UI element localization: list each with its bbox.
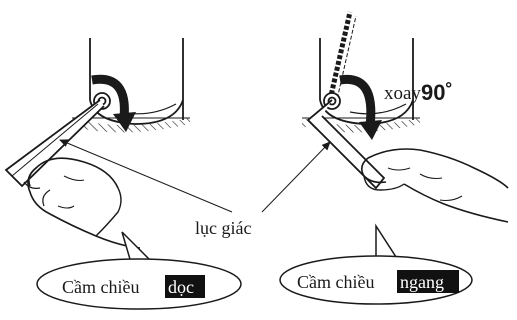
callout-arrow-right bbox=[262, 142, 330, 212]
callout-arrows bbox=[60, 140, 330, 212]
speech-bubble-left: Cầm chiều dọc bbox=[37, 232, 241, 309]
hex-key-label: lục giác bbox=[195, 218, 251, 238]
bubble-right-text: Cầm chiều bbox=[297, 272, 374, 292]
bubble-left-highlight: dọc bbox=[168, 277, 194, 297]
rotate-degrees: 90˚ bbox=[421, 80, 453, 105]
right-rotation-arrow bbox=[340, 79, 371, 126]
right-assembly bbox=[302, 12, 508, 222]
bubble-right-highlight: ngang bbox=[400, 272, 444, 292]
left-hex-key bbox=[6, 100, 104, 186]
callout-arrow-left bbox=[60, 140, 232, 212]
left-assembly bbox=[6, 38, 190, 248]
speech-bubble-right: Cầm chiều ngang bbox=[280, 226, 472, 304]
right-hand bbox=[362, 149, 508, 222]
rotate-label: xoay bbox=[384, 83, 421, 104]
bubble-left-text: Cầm chiều bbox=[62, 277, 139, 297]
